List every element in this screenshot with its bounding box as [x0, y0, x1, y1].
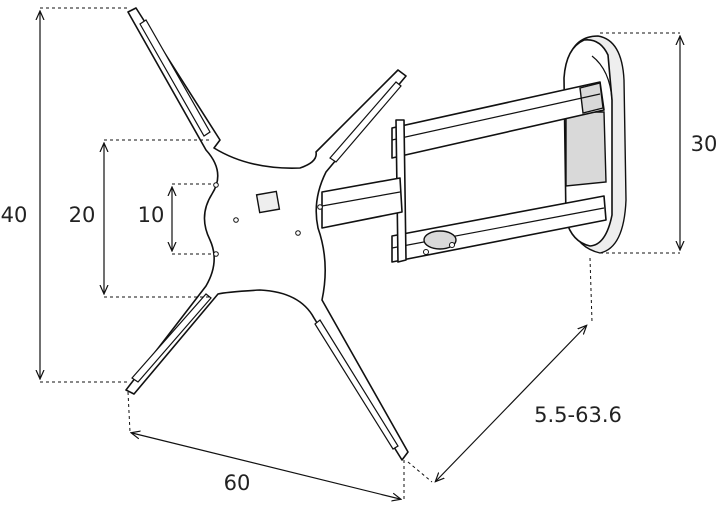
dimension-10: [172, 183, 214, 255]
label-extension: 5.5-63.6: [534, 403, 622, 427]
dimension-20: [104, 139, 210, 298]
label-60: 60: [224, 471, 251, 495]
swing-arm: [321, 81, 607, 263]
label-10: 10: [138, 203, 165, 227]
label-30: 30: [691, 132, 718, 156]
dimension-40: [40, 7, 130, 383]
dimension-extension: [407, 257, 593, 482]
dimension-60: [127, 391, 405, 502]
label-20: 20: [69, 203, 96, 227]
dimension-30: [600, 32, 680, 254]
vesa-slots: [131, 19, 402, 450]
label-40: 40: [1, 203, 28, 227]
vesa-plate: [125, 7, 409, 461]
arm-knob: [423, 230, 457, 250]
